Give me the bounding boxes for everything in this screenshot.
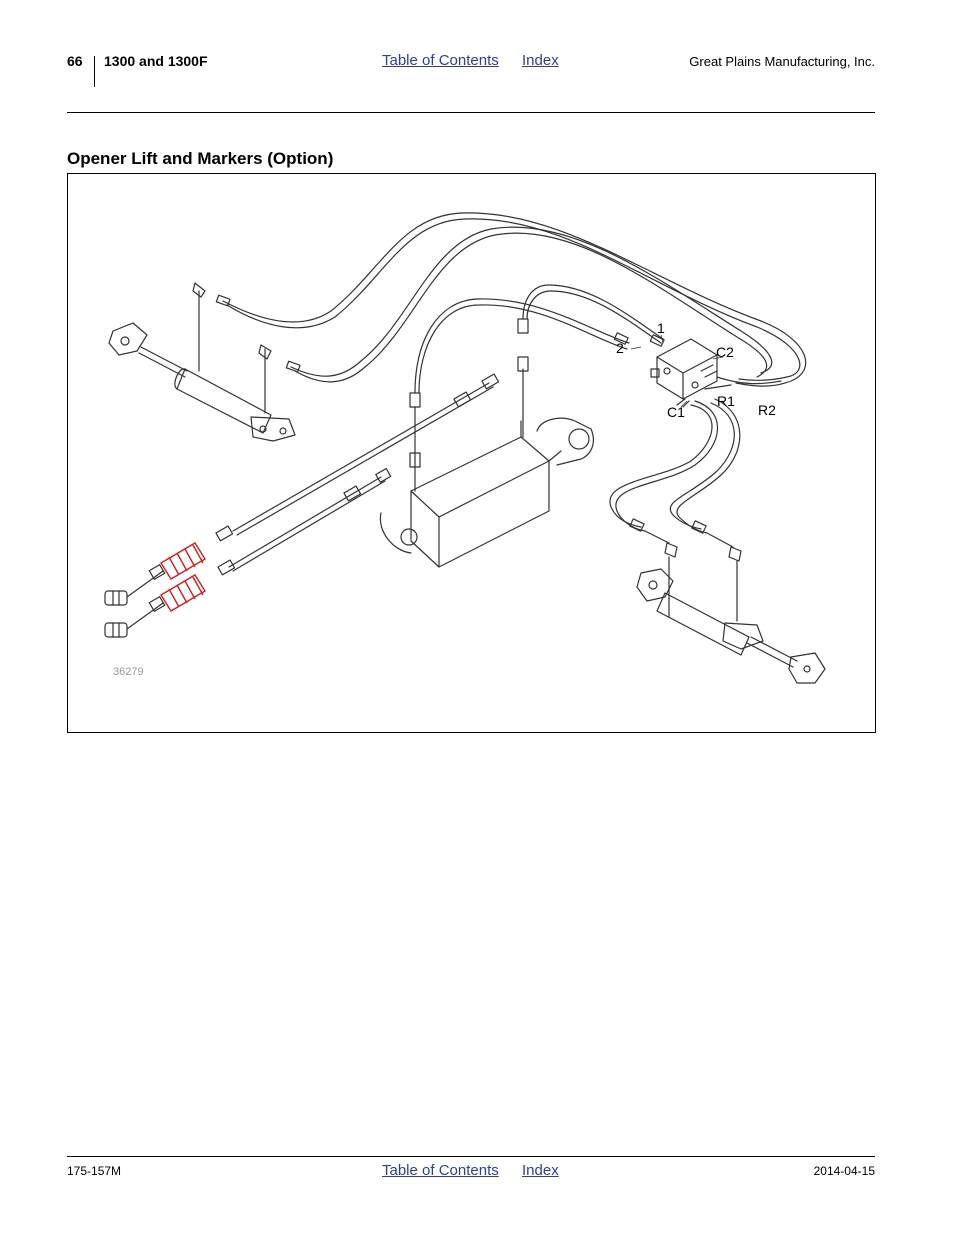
hose-mid-b [294, 232, 768, 383]
model-name: 1300 and 1300F [104, 53, 208, 69]
male-tip-upper [104, 590, 128, 606]
hydraulic-diagram: 1 2 C2 R1 R2 C1 36279 [104, 212, 826, 684]
section-title: Opener Lift and Markers (Option) [67, 149, 334, 168]
callout-c1: C1 [667, 404, 685, 420]
header-toc-link[interactable]: Table of Contents [382, 52, 499, 69]
figure-number: 36279 [113, 666, 144, 678]
female-coupler-lower [160, 574, 206, 612]
hose-outer-b [226, 218, 801, 381]
callout-port-2: 2 [616, 340, 624, 356]
footer-toc-link[interactable]: Table of Contents [382, 1162, 499, 1179]
document-date: 2014-04-15 [813, 1164, 875, 1178]
callout-r1: R1 [717, 393, 735, 409]
hose-coupler-lower [228, 476, 382, 568]
document-number: 175-157M [67, 1164, 122, 1178]
company-name: Great Plains Manufacturing, Inc. [689, 54, 875, 69]
hydraulic-diagram-figure: 1 2 C2 R1 R2 C1 36279 [67, 173, 876, 733]
hose-c1 [609, 404, 713, 528]
male-tip-lower [104, 622, 128, 638]
header-rule [67, 112, 875, 113]
selective-control-valve [650, 338, 782, 400]
footer-index-link[interactable]: Index [522, 1162, 559, 1179]
footer-rule [67, 1156, 875, 1157]
female-coupler-upper [160, 542, 206, 580]
right-marker-cylinder [636, 542, 826, 684]
hose-port-2 [414, 298, 630, 394]
callout-port-1: 1 [657, 320, 665, 336]
hose-outer-a [222, 212, 807, 387]
left-marker-cylinder [108, 282, 296, 442]
center-lift-cylinder [379, 356, 594, 568]
hose-r1 [669, 402, 735, 530]
hose-mid-a [290, 226, 773, 377]
callout-c2: C2 [716, 344, 734, 360]
callout-r2: R2 [758, 402, 776, 418]
hose-port-1 [522, 284, 664, 340]
header-divider [94, 56, 95, 87]
hose-coupler-upper [232, 382, 490, 532]
header-index-link[interactable]: Index [522, 52, 559, 69]
page-number: 66 [67, 53, 83, 69]
